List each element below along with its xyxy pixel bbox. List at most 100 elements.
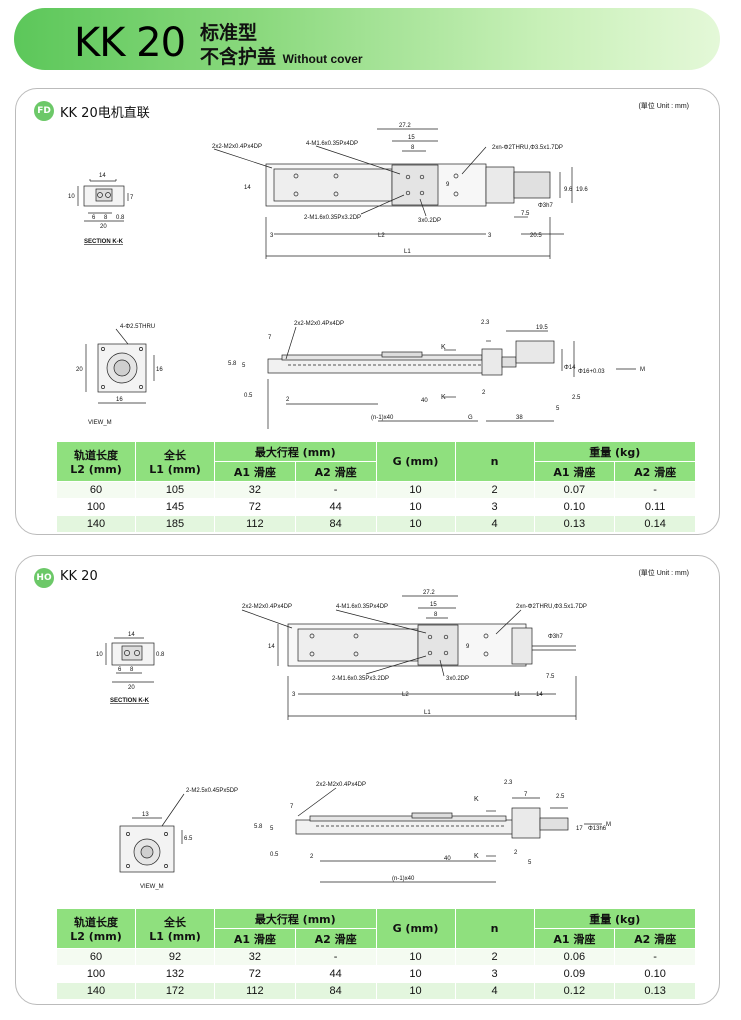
dimension-label: K	[441, 394, 446, 401]
table-cell: 10	[375, 982, 456, 1000]
dimension-label: 9.6	[564, 187, 573, 193]
section-title: KK 20电机直联	[60, 106, 150, 121]
dimension-label: VIEW_M	[88, 420, 112, 426]
dimension-label: 11	[514, 692, 521, 698]
col-g: G (mm)	[375, 908, 456, 949]
dimension-label: 19.6	[576, 187, 588, 193]
dimension-label: 2.3	[481, 320, 490, 326]
table-cell: -	[614, 481, 696, 499]
col-n: n	[454, 908, 535, 949]
top-view-drawing	[213, 128, 573, 259]
table-cell: 140	[56, 982, 136, 1000]
dimension-label: 10	[96, 652, 103, 658]
top-view-drawing	[241, 595, 577, 720]
cover-label-en: Without cover	[282, 52, 363, 66]
table-cell: -	[294, 481, 377, 499]
table-cell: 0.10	[614, 965, 696, 983]
dimension-label: 6	[118, 667, 122, 673]
table-cell: 0.12	[533, 982, 616, 1000]
view-m-drawing	[85, 328, 155, 404]
dimension-label: 14	[244, 185, 251, 191]
table-cell: 0.13	[533, 515, 616, 533]
table-cell: 10	[375, 515, 456, 533]
technical-drawing: 14 10 0.8 6 8 20 SECTION K-K 2x2-M2x0.4P…	[96, 590, 611, 890]
dimension-label: 2-M1.6x0.35Px3.2DP	[332, 676, 389, 682]
dimension-label: Φ16+0.03	[578, 369, 605, 375]
col-a2-stroke: A2 滑座	[294, 461, 377, 482]
section-kk-drawing	[77, 179, 129, 222]
dimension-label: K	[474, 796, 479, 803]
dimension-label: 7	[290, 804, 294, 810]
table-cell: 112	[214, 515, 296, 533]
table-cell: 10	[375, 481, 456, 499]
dimension-label: 5	[242, 363, 246, 369]
dimension-label: 6	[92, 215, 96, 221]
dimension-label: 2	[286, 397, 290, 403]
dimension-label: 5	[528, 860, 532, 866]
table-cell: 132	[135, 965, 215, 983]
dimension-label: 20	[76, 367, 83, 373]
spec-table: 轨道长度 L2 (mm) 全长 L1 (mm) 最大行程 (mm) G (mm)…	[56, 441, 696, 533]
table-cell: 10	[375, 948, 456, 966]
dimension-label: 15	[430, 602, 437, 608]
col-a1-weight: A1 滑座	[533, 928, 616, 949]
table-cell: 72	[214, 498, 296, 516]
dimension-label: Φ3h7	[538, 203, 553, 209]
side-view-drawing	[267, 326, 636, 429]
dimension-label: 7.5	[521, 211, 530, 217]
col-g: G (mm)	[375, 441, 456, 482]
col-a2-stroke: A2 滑座	[294, 928, 377, 949]
dimension-label: 3	[292, 692, 296, 698]
dimension-label: (n-1)x40	[392, 876, 415, 882]
dimension-label: 14	[268, 644, 275, 650]
dimension-label: 5.8	[254, 824, 263, 830]
dimension-label: L2	[378, 233, 385, 239]
table-cell: 4	[454, 515, 535, 533]
dimension-label: 5	[556, 406, 560, 412]
dimension-label: 2x2-M2x0.4Px4DP	[316, 782, 366, 788]
dimension-label: 40	[444, 856, 451, 862]
dimension-label: 7	[268, 335, 272, 341]
dimension-label: 6.5	[184, 836, 193, 842]
col-total-length: 全长 L1 (mm)	[135, 908, 215, 949]
dimension-label: L1	[404, 249, 411, 255]
dimension-label: K	[474, 853, 479, 860]
dimension-label: K	[441, 344, 446, 351]
dimension-label: 2xn-Φ2THRU,Φ3.5x1.7DP	[516, 604, 587, 610]
table-cell: 4	[454, 982, 535, 1000]
table-cell: 0.07	[533, 481, 616, 499]
dimension-label: 8	[104, 215, 108, 221]
dimension-label: 5.8	[228, 361, 237, 367]
dimension-label: 20	[100, 224, 107, 230]
dimension-label: 38	[516, 415, 523, 421]
dimension-label: Φ3h7	[548, 634, 563, 640]
col-weight: 重量 (kg)	[533, 441, 696, 462]
table-cell: 0.11	[614, 498, 696, 516]
cover-label-cn: 不含护盖	[200, 46, 277, 68]
table-cell: 10	[375, 965, 456, 983]
side-view-drawing	[295, 787, 602, 883]
table-cell: 3	[454, 965, 535, 983]
dimension-label: 14	[536, 692, 543, 698]
dimension-label: 2-M1.6x0.35Px3.2DP	[304, 215, 361, 221]
dimension-label: 14	[128, 632, 135, 638]
dimension-label: 7	[524, 792, 528, 798]
unit-label: (單位 Unit : mm)	[638, 570, 689, 577]
dimension-label: 0.5	[270, 852, 279, 858]
dimension-label: 2.3	[504, 780, 513, 786]
table-cell: -	[614, 948, 696, 966]
dimension-label: 14	[99, 173, 106, 179]
table-cell: 0.14	[614, 515, 696, 533]
dimension-label: 0.5	[244, 393, 253, 399]
dimension-label: VIEW_M	[140, 884, 164, 890]
col-a1-weight: A1 滑座	[533, 461, 616, 482]
dimension-label: 2x2-M2x0.4Px4DP	[212, 144, 262, 150]
dimension-label: 4-M1.6x0.35Px4DP	[336, 604, 388, 610]
dimension-label: L1	[424, 710, 431, 716]
dimension-label: 8	[434, 612, 438, 618]
table-cell: 60	[56, 481, 136, 499]
dimension-label: 40	[421, 398, 428, 404]
